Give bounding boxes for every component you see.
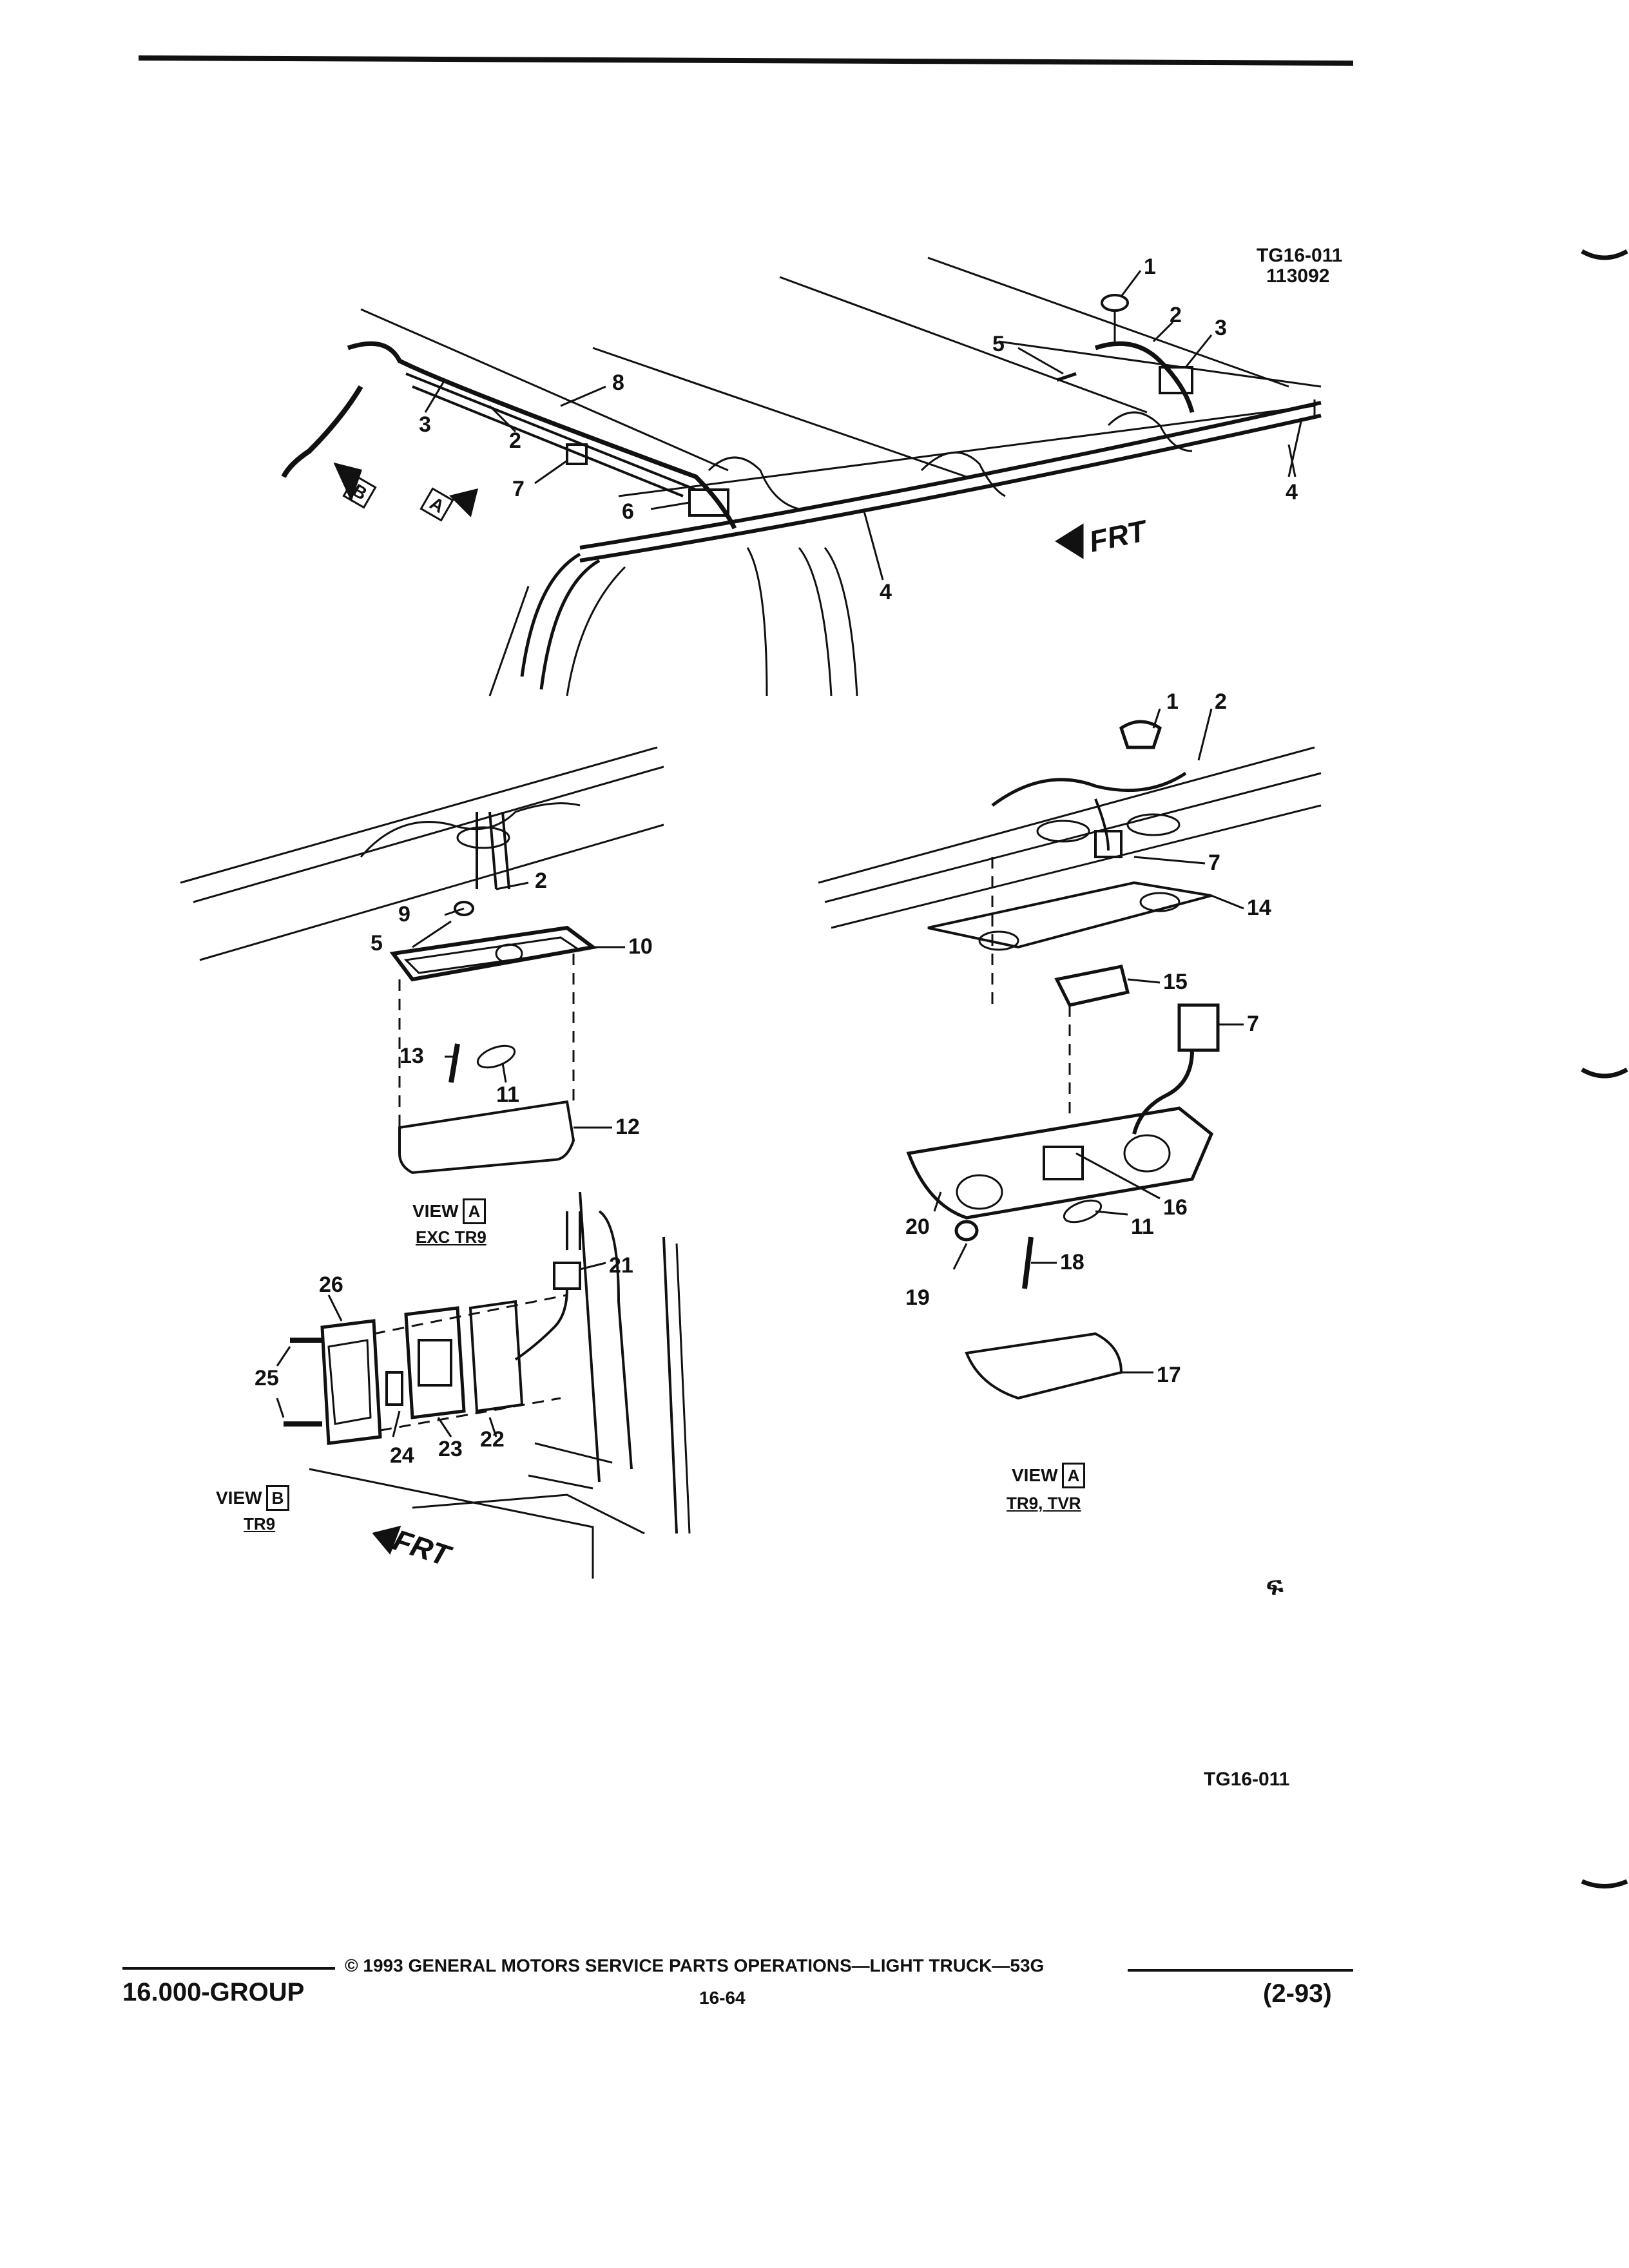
footer-page-number: 16-64 — [699, 1988, 746, 2008]
footer-date: (2-93) — [1263, 1979, 1332, 2008]
callout-main-1: 1 — [1144, 255, 1156, 279]
footer-group: 16.000-GROUP — [122, 1978, 305, 2006]
callout-vc-21: 21 — [609, 1253, 633, 1278]
callout-va-10: 10 — [628, 934, 653, 959]
callout-va-11: 11 — [496, 1082, 519, 1107]
figure-id-code: TG16-011 — [1257, 245, 1343, 266]
edge-mark — [1581, 1067, 1628, 1079]
callout-vb-17: 17 — [1157, 1363, 1181, 1387]
figure-bottom-code: TG16-011 — [1204, 1769, 1290, 1790]
callout-va-9: 9 — [398, 902, 410, 927]
figure-date-code: 113092 — [1266, 265, 1330, 287]
callout-va-12: 12 — [615, 1115, 640, 1139]
callout-vb-2: 2 — [1215, 689, 1227, 714]
publisher-logo: ፍ — [1266, 1572, 1284, 1600]
view-a-tr9-tvr-illustration — [818, 708, 1322, 1400]
callout-main-4: 4 — [880, 580, 892, 604]
callout-vb-1: 1 — [1166, 689, 1179, 714]
view-a-exc-sub: EXC TR9 — [416, 1227, 487, 1247]
callout-main-7: 7 — [512, 477, 525, 501]
edge-mark — [1581, 1879, 1628, 1888]
view-b-letter: B — [265, 1485, 290, 1511]
callout-va-13: 13 — [400, 1044, 424, 1068]
view-a-exc-tr9-illustration — [180, 746, 664, 1175]
callout-vb-20: 20 — [905, 1215, 930, 1239]
view-a-exc-letter: A — [462, 1198, 487, 1224]
edge-mark — [1581, 249, 1628, 260]
callout-vc-26: 26 — [319, 1273, 343, 1297]
callout-vc-22: 22 — [480, 1427, 505, 1452]
callout-vb-7b: 7 — [1247, 1012, 1259, 1036]
callout-vc-23: 23 — [438, 1437, 463, 1461]
roof-main-view — [281, 256, 1322, 697]
view-b-tr9-illustration — [276, 1191, 691, 1579]
view-a-tr9-letter: A — [1061, 1463, 1086, 1488]
callout-main-4b: 4 — [1286, 480, 1298, 505]
callout-vb-11: 11 — [1131, 1215, 1154, 1239]
top-rule — [138, 55, 1354, 66]
view-a-exc-word: VIEW — [412, 1201, 459, 1221]
callout-main-2: 2 — [1170, 303, 1182, 327]
callout-main-2b: 2 — [509, 428, 521, 453]
view-a-tr9-word: VIEW — [1012, 1465, 1058, 1485]
callout-main-8: 8 — [612, 370, 624, 395]
view-b-word: VIEW — [216, 1488, 262, 1508]
callout-va-2: 2 — [535, 869, 547, 893]
view-b-sub: TR9 — [244, 1514, 276, 1533]
footer-copyright: © 1993 GENERAL MOTORS SERVICE PARTS OPER… — [345, 1956, 1045, 1975]
callout-vb-14: 14 — [1247, 896, 1271, 920]
callout-main-3b: 3 — [419, 412, 431, 437]
callout-main-3: 3 — [1215, 316, 1227, 340]
view-a-tr9-sub: TR9, TVR — [1007, 1494, 1081, 1513]
callout-main-5: 5 — [992, 332, 1005, 356]
callout-vb-18: 18 — [1060, 1250, 1084, 1274]
callout-vc-24: 24 — [390, 1443, 414, 1468]
callout-vc-25: 25 — [255, 1366, 279, 1390]
callout-vb-15: 15 — [1163, 970, 1188, 994]
callout-main-6: 6 — [622, 499, 634, 524]
callout-vb-19: 19 — [905, 1285, 930, 1310]
callout-vb-7: 7 — [1208, 850, 1220, 875]
callout-vb-16: 16 — [1163, 1195, 1188, 1220]
callout-va-5: 5 — [371, 931, 383, 956]
